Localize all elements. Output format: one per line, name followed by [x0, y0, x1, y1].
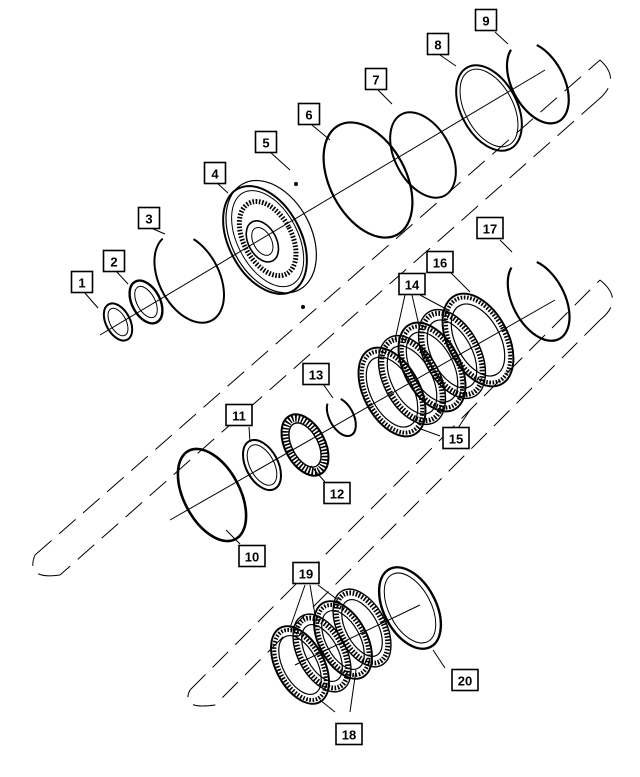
- callout-20: 20: [451, 668, 479, 692]
- callout-label: 1: [78, 276, 85, 291]
- callout-label: 4: [211, 167, 219, 182]
- callout-box: [398, 272, 426, 296]
- callout-box: [203, 161, 227, 185]
- callout-3: 3: [137, 206, 161, 230]
- callout-15: 15: [442, 426, 470, 450]
- callout-5: 5: [254, 130, 278, 154]
- callout-label: 16: [433, 256, 447, 271]
- callout-label: 8: [434, 38, 441, 53]
- callout-box: [426, 32, 450, 56]
- callout-1: 1: [70, 270, 94, 294]
- part-15-clutch-plate: [397, 321, 467, 413]
- assembly-outline-lower: [187, 279, 613, 707]
- callout-label: 7: [372, 73, 379, 88]
- part-14-friction-disc: [417, 308, 487, 400]
- part-9-snap-ring: [505, 44, 570, 125]
- callout-box: [70, 270, 94, 294]
- callout-8: 8: [426, 32, 450, 56]
- callout-box: [474, 8, 498, 32]
- callout-box: [302, 362, 330, 386]
- callout-label: 10: [245, 550, 259, 565]
- callout-box: [442, 426, 470, 450]
- part-8-seal-ring: [455, 64, 523, 152]
- part-2-ring: [128, 279, 164, 325]
- part-16-pressure-plate: [441, 292, 515, 388]
- part-12-spring-pack: [280, 413, 330, 477]
- callout-box: [335, 722, 363, 746]
- callout-label: 13: [309, 368, 323, 383]
- part-10-ring: [176, 447, 248, 543]
- callout-14: 14: [398, 272, 426, 296]
- callout-box: [137, 206, 161, 230]
- callout-label: 14: [405, 278, 420, 293]
- callout-label: 12: [330, 487, 344, 502]
- part-3-snap-ring: [153, 237, 225, 324]
- part-13-snap-ring: [325, 397, 357, 437]
- callout-4: 4: [203, 161, 227, 185]
- callout-17: 17: [476, 216, 504, 240]
- callout-box: [451, 668, 479, 692]
- callout-label: 20: [458, 674, 472, 689]
- callout-12: 12: [323, 481, 351, 505]
- callout-box: [102, 249, 126, 273]
- callout-7: 7: [364, 67, 388, 91]
- leader-lines: [83, 31, 513, 713]
- callout-box: [238, 544, 266, 568]
- callout-label: 15: [449, 432, 463, 447]
- callout-9: 9: [474, 8, 498, 32]
- callout-label: 18: [342, 728, 356, 743]
- part-6-seal-ring: [322, 121, 414, 239]
- axis-line-upper: [99, 69, 546, 336]
- callout-box: [323, 481, 351, 505]
- part-11-ring: [242, 439, 282, 491]
- part-1-snap-ring: [102, 302, 134, 342]
- callout-18: 18: [335, 722, 363, 746]
- callout-box: [292, 561, 320, 585]
- callout-box: [297, 102, 321, 126]
- callout-label: 19: [299, 567, 313, 582]
- callout-label: 2: [110, 255, 117, 270]
- callout-box: [476, 216, 504, 240]
- callout-2: 2: [102, 249, 126, 273]
- callout-6: 6: [297, 102, 321, 126]
- assembly-outline-upper: [32, 59, 611, 577]
- callout-label: 11: [232, 409, 246, 424]
- callout-10: 10: [238, 544, 266, 568]
- part-4-piston-housing: [222, 179, 317, 295]
- axis-line-middle: [169, 299, 556, 521]
- axis-line-lower: [294, 604, 421, 666]
- part-20-pressure-plate: [377, 566, 443, 650]
- part-17-snap-ring: [506, 261, 571, 342]
- part-18-clutch-plate: [313, 600, 373, 680]
- callout-13: 13: [302, 362, 330, 386]
- callout-label: 5: [262, 136, 269, 151]
- part-18-clutch-plate: [270, 625, 330, 705]
- callout-16: 16: [426, 250, 454, 274]
- callout-19: 19: [292, 561, 320, 585]
- callout-box: [254, 130, 278, 154]
- part-7-seal-ring: [389, 111, 457, 199]
- callout-box: [426, 250, 454, 274]
- callout-label: 17: [483, 222, 497, 237]
- callout-box: [364, 67, 388, 91]
- callout-label: 6: [305, 108, 312, 123]
- part-19-friction-disc: [332, 588, 392, 668]
- callout-label: 9: [482, 14, 489, 29]
- part-5-screw: [294, 182, 305, 309]
- callout-11: 11: [225, 403, 253, 427]
- callout-label: 3: [145, 212, 152, 227]
- callout-box: [225, 403, 253, 427]
